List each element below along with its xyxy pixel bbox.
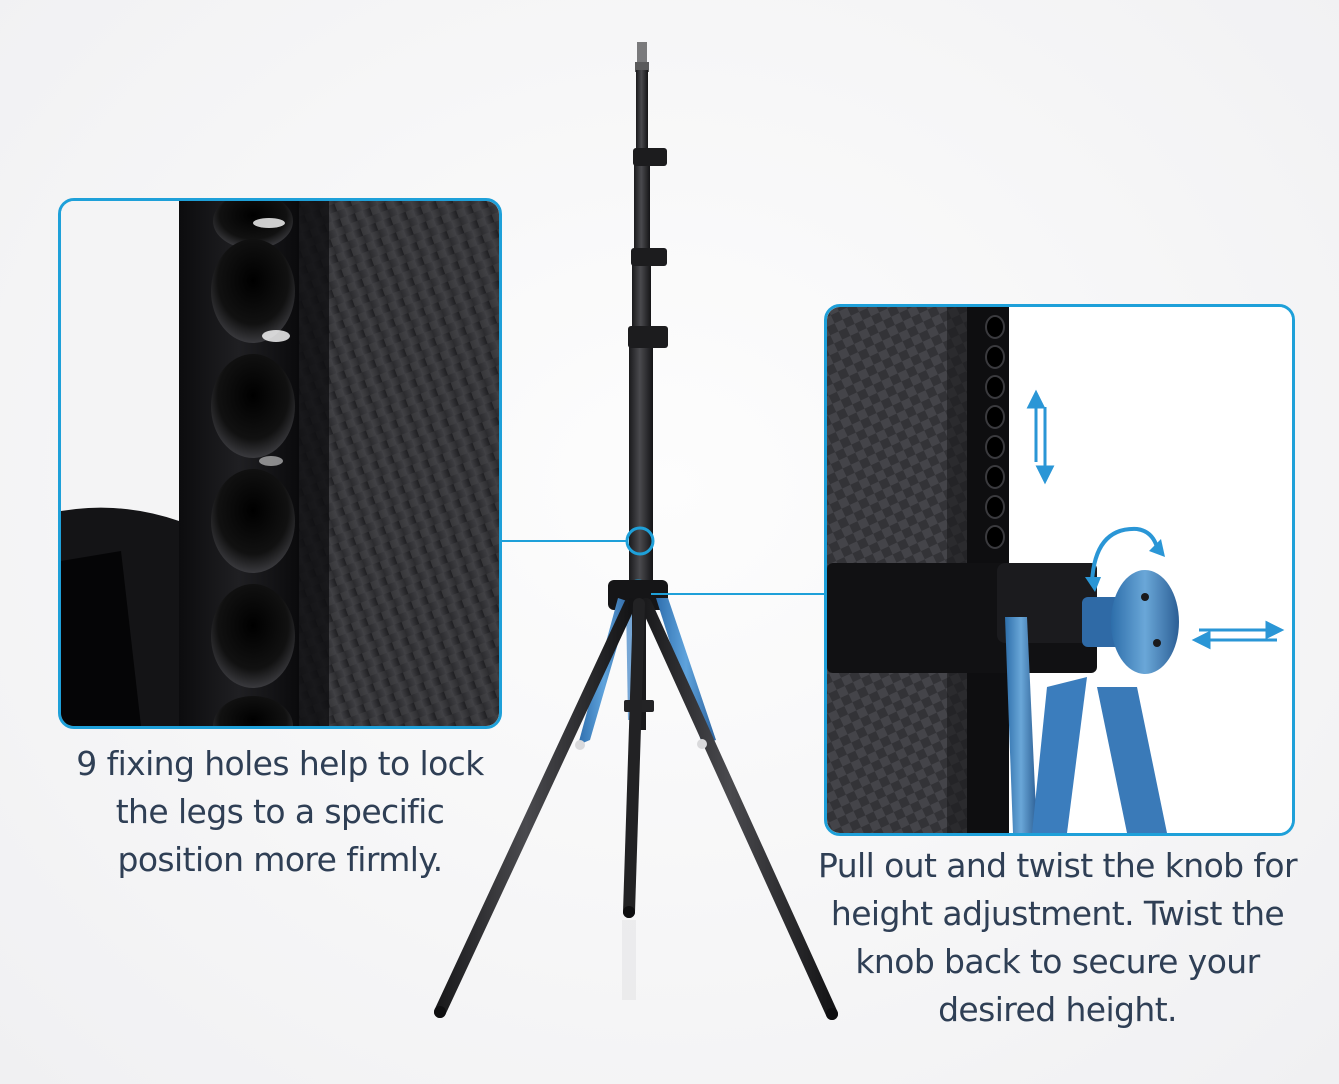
caption-line: position more firmly. <box>117 840 444 879</box>
caption-line: knob back to secure your <box>855 942 1260 981</box>
caption-line: 9 fixing holes help to lock <box>76 744 484 783</box>
height-knob-caption: Pull out and twist the knob for height a… <box>795 842 1320 1034</box>
height-adjust-knob-closeup-icon <box>827 307 1292 833</box>
caption-line: desired height. <box>938 990 1177 1029</box>
fixing-holes-caption: 9 fixing holes help to lock the legs to … <box>40 740 520 884</box>
fixing-holes-closeup-panel <box>58 198 502 729</box>
caption-line: the legs to a specific <box>115 792 445 831</box>
fixing-holes-closeup-icon <box>61 201 499 726</box>
caption-line: height adjustment. Twist the <box>830 894 1285 933</box>
caption-line: Pull out and twist the knob for <box>818 846 1298 885</box>
height-knob-closeup-panel <box>824 304 1295 836</box>
